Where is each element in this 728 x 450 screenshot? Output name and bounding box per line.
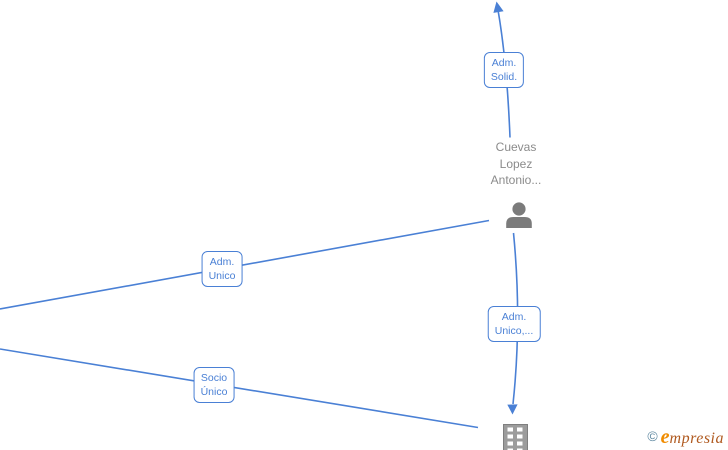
- brand-text: mpresia: [669, 430, 724, 447]
- building-icon: [503, 424, 528, 450]
- brand-initial: e: [660, 426, 670, 448]
- person-icon: [506, 202, 532, 228]
- edge-socio-unico-line: [0, 348, 479, 429]
- arrow-up-icon: [493, 1, 504, 13]
- edge-label-socio-unico[interactable]: Socio Único: [193, 367, 235, 403]
- person-node-label: Cuevas Lopez Antonio...: [490, 140, 542, 187]
- edge-label-adm-solid[interactable]: Adm. Solid.: [483, 52, 525, 88]
- edge-adm-unico-line: [0, 219, 490, 310]
- edge-label-adm-unico-2[interactable]: Adm. Unico,...: [487, 306, 541, 342]
- copyright-symbol: ©: [647, 428, 658, 444]
- arrow-down-icon: [507, 404, 518, 415]
- edge-label-adm-unico[interactable]: Adm. Unico: [201, 251, 243, 287]
- empresia-watermark: ©empresia: [647, 426, 724, 449]
